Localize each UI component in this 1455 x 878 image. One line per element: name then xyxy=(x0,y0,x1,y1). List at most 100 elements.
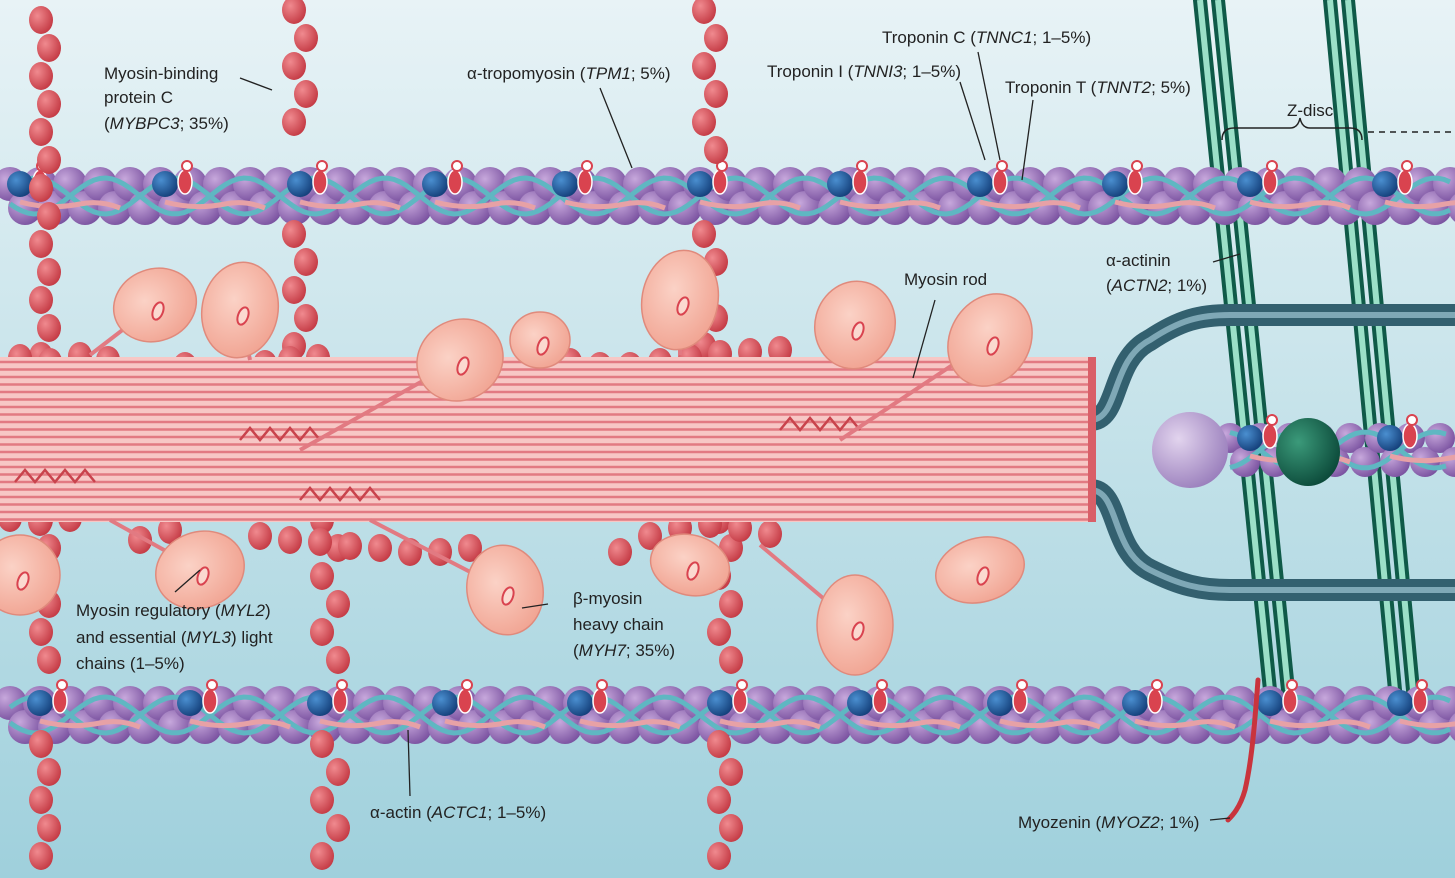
troponin-t-tail xyxy=(699,199,801,211)
troponin-i-head xyxy=(876,679,888,691)
troponin-i xyxy=(732,688,748,714)
mybpc-bead xyxy=(692,52,716,80)
label-tpm1: α-tropomyosin (TPM1; 5%) xyxy=(467,64,671,83)
mybpc-bead xyxy=(310,730,334,758)
troponin-i-head xyxy=(461,679,473,691)
troponin-i-head xyxy=(1401,160,1413,172)
label-mybpc3-line2: protein C xyxy=(104,88,173,107)
mybpc-bead xyxy=(308,528,332,556)
myosin-head-pocket xyxy=(676,296,690,316)
mybpc-bead xyxy=(37,90,61,118)
troponin-i xyxy=(1012,688,1028,714)
mybpc-bead xyxy=(294,248,318,276)
troponin-t-tail xyxy=(719,718,821,730)
mybpc-bead xyxy=(37,202,61,230)
troponin-t-tail xyxy=(434,199,536,211)
mybpc-bead xyxy=(37,814,61,842)
titin-strands xyxy=(1088,304,1455,601)
alpha-actinin-bar-highlight xyxy=(1197,0,1273,691)
troponin-i-head xyxy=(856,160,868,172)
troponin-t-tail xyxy=(319,718,421,730)
troponin-i-head xyxy=(1266,414,1278,426)
mybpc-bead xyxy=(29,174,53,202)
mybpc-bead xyxy=(29,286,53,314)
troponin-c xyxy=(1237,171,1263,197)
troponin-i xyxy=(1262,423,1278,449)
mybpc-bead xyxy=(29,118,53,146)
thick-filament xyxy=(0,357,1096,522)
troponin-t-tail xyxy=(1399,718,1455,729)
troponin-i xyxy=(712,169,728,195)
troponin-i-head xyxy=(1286,679,1298,691)
mybpc-bead xyxy=(338,532,362,560)
myosin-head-pocket xyxy=(851,621,865,641)
troponin-i xyxy=(202,688,218,714)
leader-line xyxy=(521,603,549,609)
mybpc-bead xyxy=(29,618,53,646)
mybpc-bead xyxy=(326,646,350,674)
troponin-i-head xyxy=(596,679,608,691)
troponin-t-tail xyxy=(19,199,121,211)
troponin-i xyxy=(332,688,348,714)
myosin-head xyxy=(0,534,61,616)
mybpc-bead xyxy=(37,258,61,286)
leader-line xyxy=(1212,253,1241,263)
troponin-i-head xyxy=(181,160,193,172)
troponin-i xyxy=(852,169,868,195)
troponin-i-head xyxy=(206,679,218,691)
mybpc-bead xyxy=(692,220,716,248)
troponin-c xyxy=(1372,171,1398,197)
mybpc-bead xyxy=(707,618,731,646)
tropomyosin-strand xyxy=(8,694,1451,736)
mybpc-bead xyxy=(704,24,728,52)
leader-line xyxy=(174,569,201,593)
mybpc-bead xyxy=(37,646,61,674)
thin-filament-top xyxy=(0,160,1455,225)
mybpc-bead xyxy=(707,842,731,870)
troponin-c xyxy=(567,690,593,716)
mybpc-bead xyxy=(282,220,306,248)
tropomyosin-strand xyxy=(8,175,1451,217)
mybpc-bead xyxy=(294,24,318,52)
myosin-neck-coil xyxy=(779,416,861,432)
troponin-i xyxy=(312,169,328,195)
alpha-actinin-bar-highlight xyxy=(1345,0,1416,691)
troponin-i xyxy=(52,688,68,714)
label-myoz2: Myozenin (MYOZ2; 1%) xyxy=(1018,813,1199,832)
leader-line xyxy=(407,729,411,797)
mybpc-bead xyxy=(278,526,302,554)
mybpc-bead xyxy=(37,146,61,174)
myosin-head-pocket xyxy=(851,321,865,341)
troponin-i-head xyxy=(1406,414,1418,426)
label-actc1: α-actin (ACTC1; 1–5%) xyxy=(370,803,546,822)
myosin-neck-coil xyxy=(299,486,381,502)
mybpc-bead xyxy=(704,136,728,164)
label-leader-lines xyxy=(174,51,1241,821)
label-tnnt2: Troponin T (TNNT2; 5%) xyxy=(1005,78,1191,97)
myozenin-strand xyxy=(1225,677,1261,823)
troponin-t-tail xyxy=(1134,718,1236,730)
troponin-i xyxy=(992,169,1008,195)
mybpc-bead xyxy=(458,534,482,562)
large-protein-green xyxy=(1276,418,1340,486)
troponin-i xyxy=(592,688,608,714)
mybpc-bead xyxy=(310,618,334,646)
troponin-i xyxy=(177,169,193,195)
troponin-t-tail xyxy=(299,199,401,211)
mybpc-bead xyxy=(719,814,743,842)
mybpc-bead xyxy=(326,758,350,786)
troponin-i xyxy=(1147,688,1163,714)
myosin-head-pocket xyxy=(196,566,210,586)
troponin-i-head xyxy=(316,160,328,172)
troponin-i xyxy=(577,169,593,195)
myozenin-strand-path xyxy=(1225,677,1261,823)
troponin-i-head xyxy=(736,679,748,691)
troponin-t-tail xyxy=(1269,718,1371,730)
mybpc-bead xyxy=(248,522,272,550)
troponin-i xyxy=(1262,169,1278,195)
mybpc-bead xyxy=(758,520,782,548)
leader-line xyxy=(1209,817,1231,821)
troponin-t-tail xyxy=(1249,199,1351,211)
troponin-c xyxy=(27,690,53,716)
